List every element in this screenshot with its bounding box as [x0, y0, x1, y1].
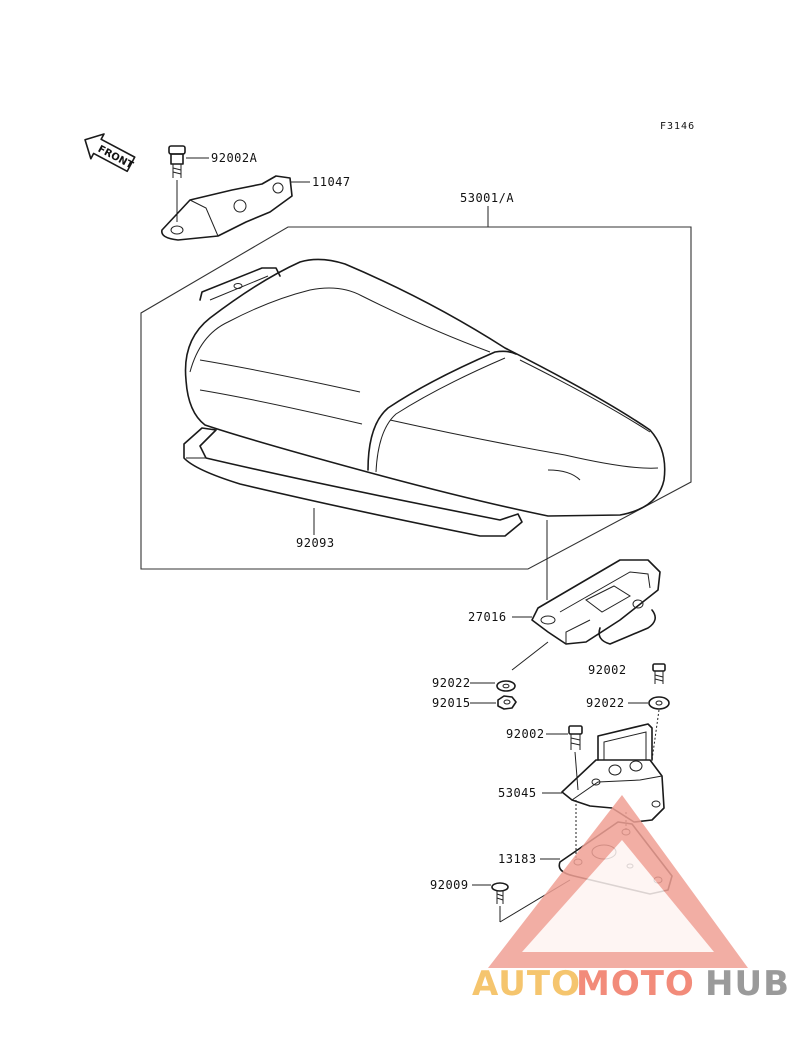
striker-bracket-53045-icon [561, 723, 665, 823]
label-11047: 11047 [312, 175, 351, 189]
bolt-92002a-icon [168, 145, 186, 222]
bolt-92002-mid-icon [568, 725, 583, 750]
watermark-logo: AUTO MOTO HUB [472, 964, 790, 1004]
screw-92009-icon [491, 882, 509, 904]
label-92002-mid: 92002 [506, 727, 545, 741]
watermark-part-auto: AUTO [472, 964, 581, 1004]
label-13183: 13183 [498, 852, 537, 866]
label-92002A: 92002A [211, 151, 258, 165]
front-arrow-icon: FRONT [84, 133, 136, 173]
watermark-part-hub: HUB [705, 964, 790, 1004]
watermark-triangle-logo [488, 795, 748, 968]
label-92022-right: 92022 [586, 696, 625, 710]
figure-ref: F3146 [660, 121, 695, 132]
watermark-part-moto: MOTO [576, 964, 695, 1004]
label-53045: 53045 [498, 786, 537, 800]
label-53001A: 53001/A [460, 191, 514, 205]
label-92015: 92015 [432, 696, 471, 710]
bracket-11047-icon [161, 175, 293, 241]
nut-92015-icon [497, 695, 517, 710]
latch-27016-icon [531, 559, 661, 645]
label-92022-left: 92022 [432, 676, 471, 690]
washer-92022-left-icon [496, 680, 516, 692]
label-27016: 27016 [468, 610, 507, 624]
seat-assembly-frame [140, 226, 692, 570]
label-92002-top: 92002 [588, 663, 627, 677]
seat-icon [184, 258, 666, 517]
label-92009: 92009 [430, 878, 469, 892]
bolt-92002-top-icon [652, 663, 666, 684]
label-92093: 92093 [296, 536, 335, 550]
seat-base-92093-icon [183, 427, 523, 537]
washer-92022-right-icon [648, 696, 670, 710]
